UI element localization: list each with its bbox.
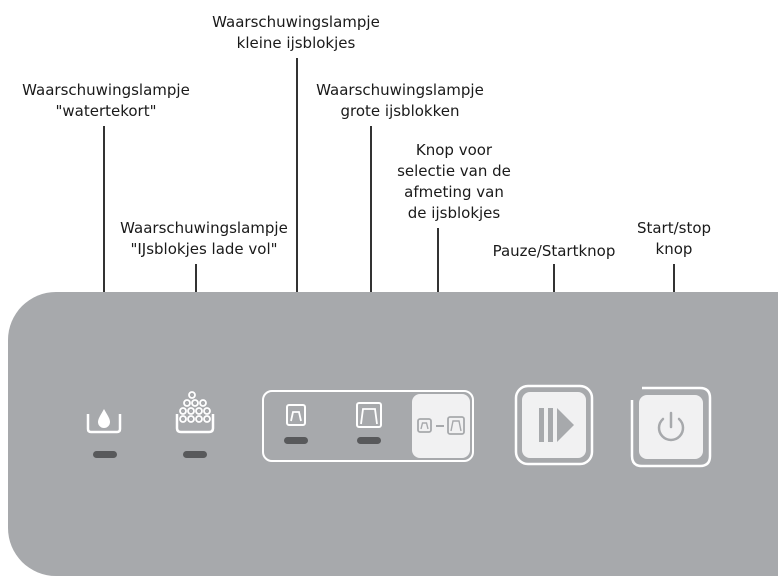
leader-water-shortage [103,126,105,338]
ice-tray-full-icon [175,391,215,434]
label-tray-full-line2: "IJsblokjes lade vol" [130,240,278,258]
label-size-select-line2: selectie van de [397,162,511,180]
ice-size-group [262,390,474,462]
label-water-shortage-line2: "watertekort" [55,102,157,120]
power-icon [657,411,685,442]
label-pause-start: Pauze/Startknop [474,241,634,262]
label-small-cubes-line1: Waarschuwingslampje [212,13,380,31]
label-small-cubes: Waarschuwingslampje kleine ijsblokjes [196,12,396,54]
label-start-stop-line1: Start/stop [636,219,712,237]
label-water-shortage: Waarschuwingslampje "watertekort" [6,80,206,122]
water-drop-icon [86,409,122,434]
label-start-stop: Start/stop knop [614,218,734,260]
label-start-stop-line2: knop [655,240,693,258]
label-large-cubes-line2: grote ijsblokken [340,102,460,120]
tray-full-lamp [183,451,207,458]
water-shortage-lamp [93,451,117,458]
large-cubes-lamp [357,437,381,444]
label-size-select: Knop voor selectie van de afmeting van d… [382,140,526,224]
label-pause-start-line1: Pauze/Startknop [492,242,616,260]
label-size-select-line3: afmeting van [404,183,504,201]
label-large-cubes-line1: Waarschuwingslampje [316,81,484,99]
leader-large-cubes [370,126,372,390]
label-small-cubes-line2: kleine ijsblokjes [236,34,356,52]
pause-play-icon [539,408,574,442]
ice-size-select-button[interactable] [412,394,470,458]
small-ice-cube-icon [286,404,306,426]
label-water-shortage-line1: Waarschuwingslampje [22,81,190,99]
pause-start-button[interactable] [514,384,594,466]
large-ice-cube-icon [356,402,382,428]
small-cubes-lamp [284,437,308,444]
label-large-cubes: Waarschuwingslampje grote ijsblokken [300,80,500,122]
label-size-select-line1: Knop voor [415,141,493,159]
leader-small-cubes [296,58,298,386]
label-size-select-line4: de ijsblokjes [407,204,501,222]
label-tray-full: Waarschuwingslampje "IJsblokjes lade vol… [104,218,304,260]
start-stop-button[interactable] [630,386,712,468]
cube-size-toggle-icon [417,416,465,435]
label-tray-full-line1: Waarschuwingslampje [120,219,288,237]
